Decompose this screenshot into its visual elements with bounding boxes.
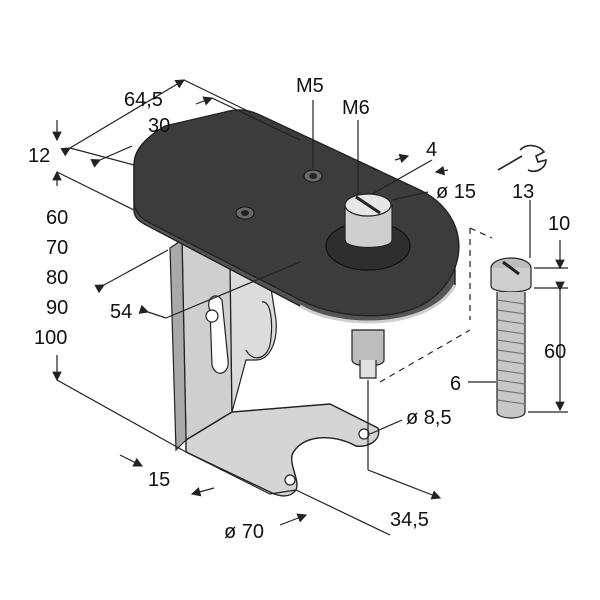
label-64-5: 64,5: [124, 89, 163, 111]
label-6: 6: [450, 373, 461, 395]
label-13: 13: [512, 181, 534, 203]
label-54: 54: [110, 301, 132, 323]
screw: [490, 257, 532, 419]
label-12: 12: [28, 145, 50, 167]
label-60-height: 60: [46, 207, 68, 229]
wrench-icon: [497, 144, 547, 173]
label-dia-8-5: ø 8,5: [406, 407, 452, 429]
label-80: 80: [46, 267, 68, 289]
sensor-housing: [133, 109, 460, 379]
label-10: 10: [548, 213, 570, 235]
label-m5: M5: [296, 75, 324, 97]
dimension-labels: 64,5 30 M5 M6 4 ø 15 13 10 12 60 70 80 9…: [28, 75, 570, 543]
label-70: 70: [46, 237, 68, 259]
label-100: 100: [34, 327, 67, 349]
label-m6: M6: [342, 97, 370, 119]
label-dia-70: ø 70: [224, 521, 264, 543]
label-dia-15: ø 15: [436, 181, 476, 203]
label-90: 90: [46, 297, 68, 319]
label-30: 30: [148, 115, 170, 137]
label-15: 15: [148, 469, 170, 491]
label-34-5: 34,5: [390, 509, 429, 531]
label-4: 4: [426, 139, 437, 161]
mounting-bracket: [169, 238, 380, 497]
dimension-lines: [52, 79, 568, 536]
label-60-screw: 60: [544, 341, 566, 363]
